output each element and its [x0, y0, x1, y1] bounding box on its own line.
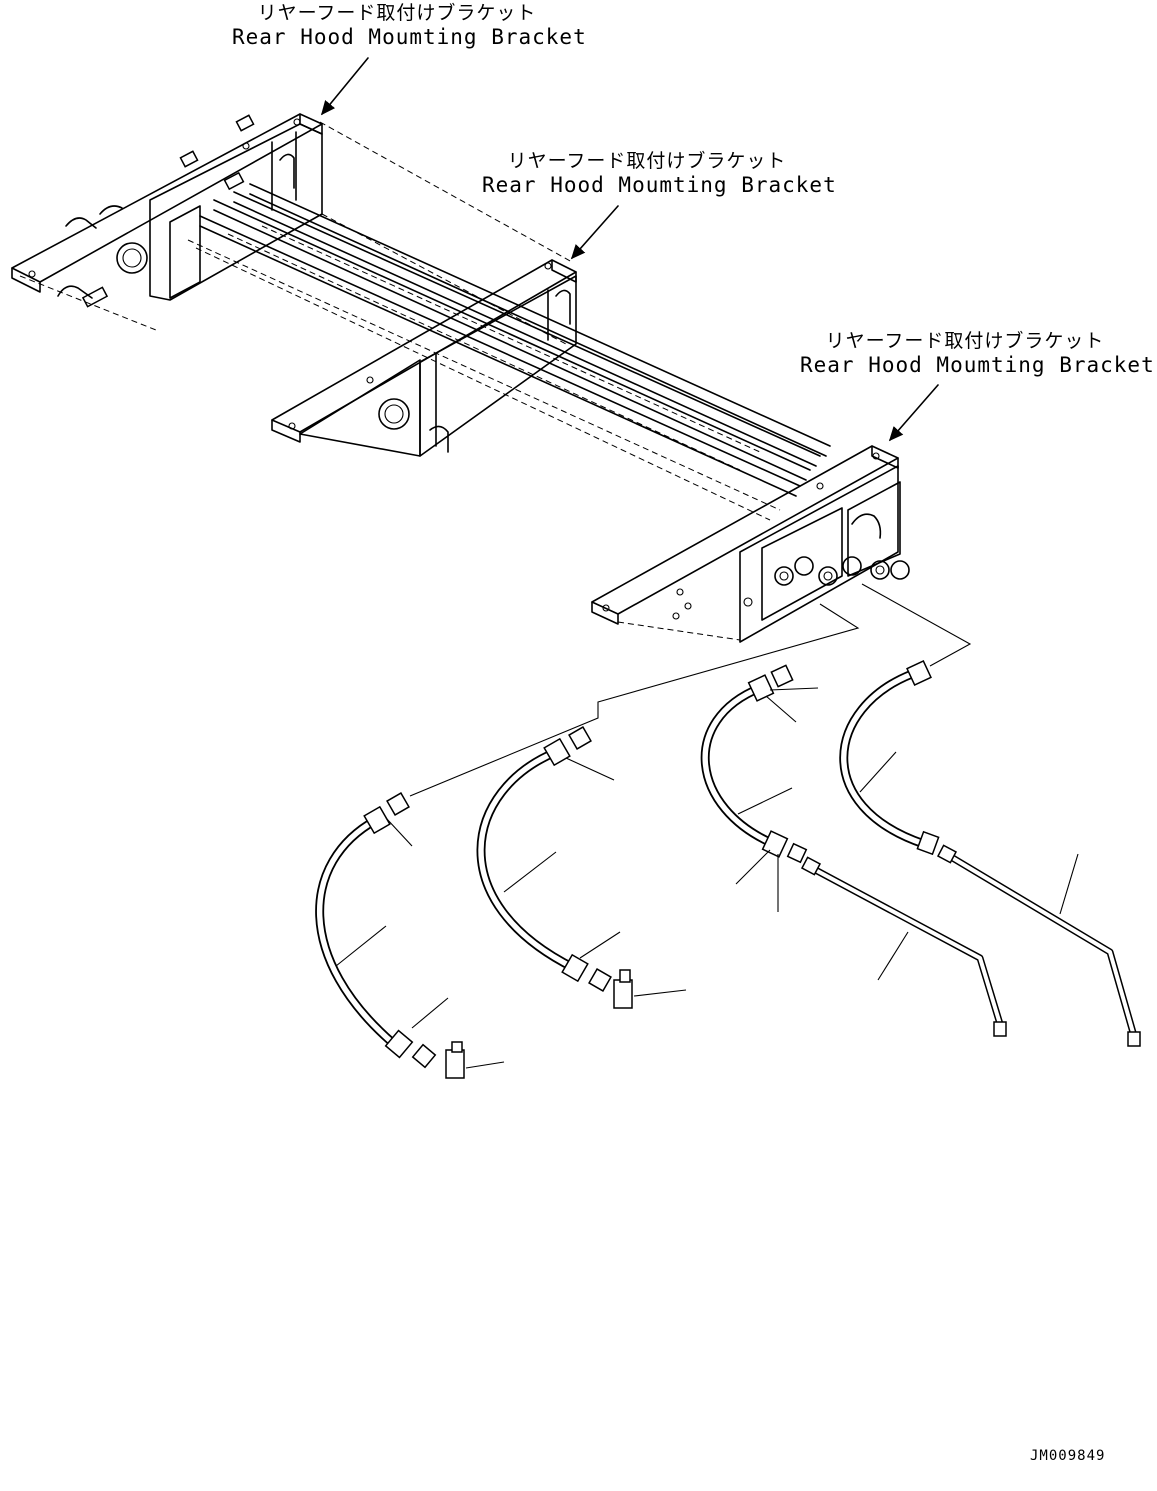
callout-label-3: リヤーフード取付けブラケット Rear Hood Moumting Bracke… — [800, 330, 1155, 378]
middle-bracket — [271, 259, 577, 457]
callout-arrow-1 — [320, 57, 369, 116]
steel-tube-2 — [936, 844, 1141, 1047]
elbow-fitting-2 — [613, 969, 687, 1009]
lower-right-bracket — [591, 445, 910, 643]
callout-1-english: Rear Hood Moumting Bracket — [232, 25, 587, 49]
hose-4 — [839, 660, 940, 856]
hose-1 — [315, 792, 449, 1069]
callout-arrow-2 — [570, 205, 619, 260]
callout-label-2: リヤーフード取付けブラケット Rear Hood Moumting Bracke… — [482, 150, 837, 198]
steel-tube-1 — [800, 856, 1007, 1037]
callout-1-japanese: リヤーフード取付けブラケット — [257, 2, 537, 24]
callout-2-japanese: リヤーフード取付けブラケット — [507, 150, 787, 172]
callout-arrow-3 — [888, 384, 939, 442]
hose-3 — [700, 664, 819, 912]
elbow-fitting-1 — [445, 1041, 505, 1079]
callout-2-english: Rear Hood Moumting Bracket — [482, 173, 837, 197]
callout-3-english: Rear Hood Moumting Bracket — [800, 353, 1155, 377]
callout-label-1: リヤーフード取付けブラケット Rear Hood Moumting Bracke… — [232, 2, 587, 50]
hose-2 — [476, 726, 621, 992]
tube-bundle — [187, 121, 831, 521]
upper-left-bracket — [11, 113, 323, 331]
assembly-routing-lines — [409, 583, 972, 797]
callout-3-japanese: リヤーフード取付けブラケット — [825, 330, 1105, 352]
drawing-number: JM009849 — [1030, 1448, 1106, 1464]
